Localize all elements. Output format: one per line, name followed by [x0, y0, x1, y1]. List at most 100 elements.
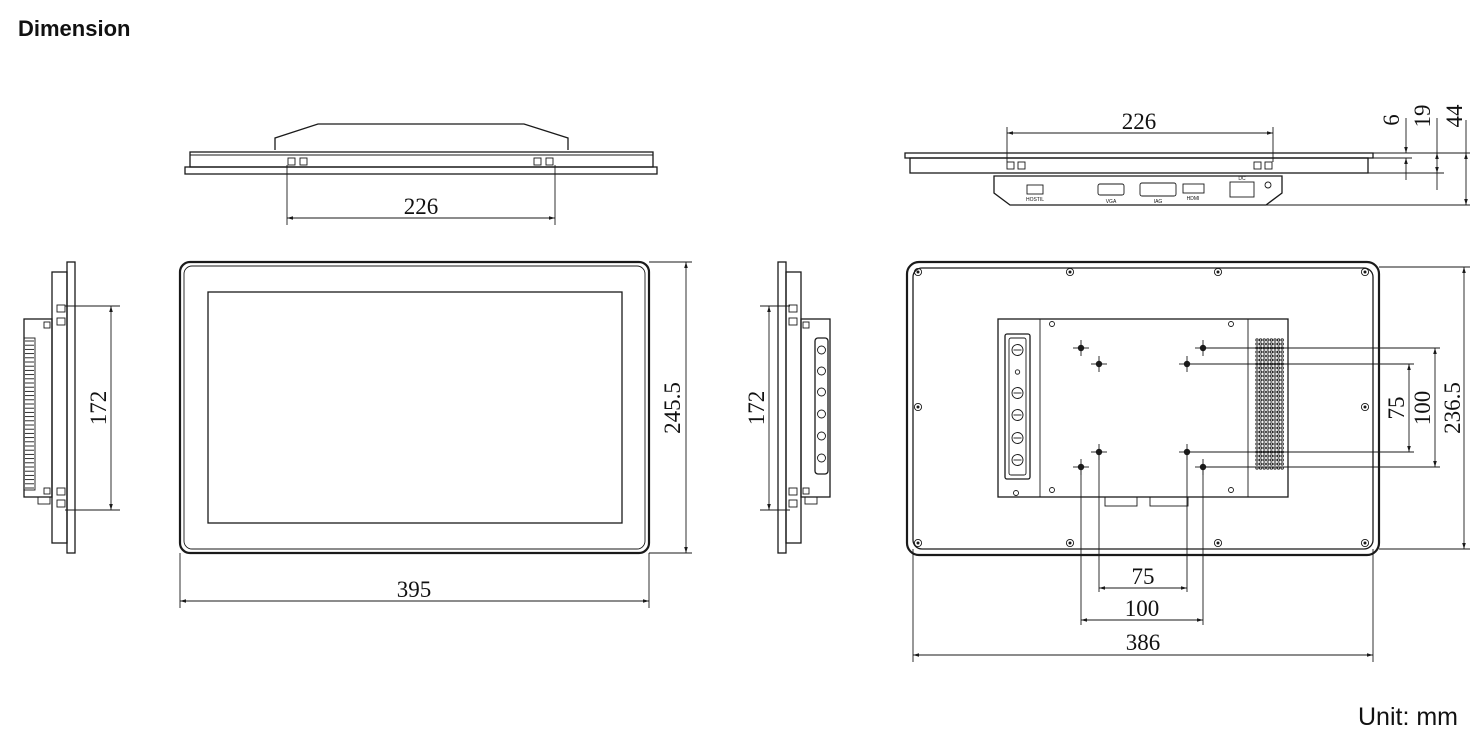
vent-hole [1280, 378, 1284, 382]
vent-hole [1273, 418, 1277, 422]
vent-hole [1280, 386, 1284, 390]
side-button [817, 453, 826, 463]
vent-hole [1262, 354, 1266, 358]
vent-hole [1280, 350, 1284, 354]
vent-hole [1276, 394, 1281, 398]
vent-hole [1273, 386, 1277, 390]
vent-hole [1258, 426, 1263, 430]
vent-hole [1280, 374, 1284, 378]
vent-hole [1280, 418, 1284, 422]
side-button [817, 366, 826, 376]
dim-front-width: 395 [397, 577, 432, 602]
vent-hole [1262, 386, 1266, 390]
dim-depth-front-frame: 6 [1379, 114, 1404, 126]
vent-hole [1255, 458, 1259, 462]
vent-hole [1255, 410, 1259, 414]
vent-hole [1262, 414, 1266, 418]
vent-hole [1266, 446, 1270, 450]
vent-hole [1258, 406, 1263, 410]
side-button [817, 409, 826, 419]
vent-hole [1269, 462, 1274, 466]
vent-hole [1280, 390, 1284, 394]
rear-vesa-holes [1073, 340, 1211, 475]
vent-hole [1258, 438, 1263, 442]
vent-hole [1276, 430, 1281, 434]
dim-right-mount-height: 172 [744, 391, 769, 426]
vent-hole [1269, 394, 1274, 398]
vent-hole [1269, 458, 1274, 462]
vent-hole [1258, 442, 1263, 446]
dim-rear-vesa-outer-h: 100 [1410, 391, 1435, 426]
vent-hole [1255, 434, 1259, 438]
rear-button [1011, 432, 1024, 444]
vent-hole [1262, 338, 1266, 342]
vent-hole [1280, 426, 1284, 430]
vent-hole [1276, 410, 1281, 414]
vent-hole [1273, 382, 1277, 386]
front-bezel-outer [178, 260, 651, 555]
page-title: Dimension [18, 16, 131, 41]
vent-hole [1280, 438, 1284, 442]
vent-hole [1280, 406, 1284, 410]
vent-hole [1273, 378, 1277, 382]
vent-hole [1269, 414, 1274, 418]
vent-hole [1269, 402, 1274, 406]
vent-hole [1258, 390, 1263, 394]
vent-hole [1273, 406, 1277, 410]
vent-hole [1255, 402, 1259, 406]
vent-hole [1280, 462, 1284, 466]
vent-hole [1255, 354, 1259, 358]
vent-hole [1273, 338, 1277, 342]
dim-rear-vesa-inner-w: 75 [1132, 564, 1155, 589]
vent-hole [1280, 370, 1284, 374]
vent-hole [1258, 430, 1263, 434]
front-screen [207, 291, 623, 524]
screw [913, 402, 923, 412]
vent-hole [1269, 438, 1274, 442]
vent-hole [1276, 462, 1281, 466]
vent-hole [1266, 378, 1270, 382]
vent-hole [1258, 434, 1263, 438]
vent-hole [1276, 422, 1281, 426]
vent-hole [1269, 366, 1274, 370]
vent-hole [1262, 378, 1266, 382]
vent-hole [1269, 454, 1274, 458]
vent-hole [1255, 462, 1259, 466]
vent-hole [1276, 442, 1281, 446]
vent-hole [1273, 462, 1277, 466]
vent-hole [1266, 370, 1270, 374]
vent-hole [1273, 426, 1277, 430]
vent-hole [1258, 462, 1263, 466]
rear-frame-outer [905, 260, 1381, 557]
vent-hole [1276, 366, 1281, 370]
dc-port [1229, 181, 1255, 198]
vent-hole [1273, 410, 1277, 414]
vent-hole [1269, 434, 1274, 438]
vent-hole [1269, 370, 1274, 374]
vent-hole [1276, 454, 1281, 458]
vent-hole [1273, 358, 1277, 362]
vent-hole [1266, 382, 1270, 386]
vent-hole [1276, 338, 1281, 342]
vent-hole [1280, 458, 1284, 462]
vent-hole [1269, 374, 1274, 378]
side-button [817, 345, 826, 355]
vent-hole [1273, 366, 1277, 370]
dim-depth-total: 44 [1442, 104, 1467, 128]
rear-top-frame [909, 157, 1369, 174]
vent-hole [1276, 414, 1281, 418]
vent-hole [1266, 386, 1270, 390]
vent-hole [1262, 426, 1266, 430]
vent-hole [1255, 386, 1259, 390]
vent-hole [1269, 430, 1274, 434]
vent-hole [1280, 402, 1284, 406]
vent-hole [1276, 434, 1281, 438]
screw [913, 267, 923, 277]
vent-hole [1273, 446, 1277, 450]
vent-hole [1266, 402, 1270, 406]
vent-hole [1266, 426, 1270, 430]
vent-hole [1266, 366, 1270, 370]
rear-frame-screws [913, 267, 1370, 548]
rear-port-1 [1104, 496, 1138, 507]
right-side-button-panel [814, 337, 829, 475]
